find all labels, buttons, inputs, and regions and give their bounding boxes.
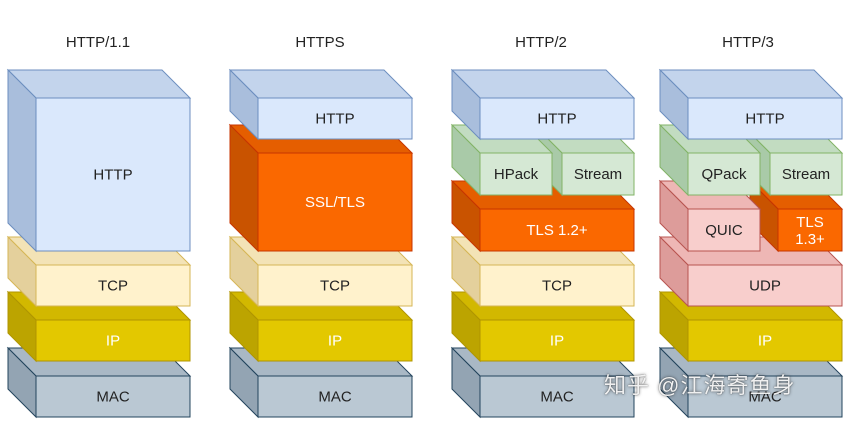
block-label-ssl-tls: SSL/TLS <box>305 194 365 211</box>
block-front-face <box>687 264 843 307</box>
block-label-tcp: TCP <box>98 278 128 295</box>
block-label-mac: MAC <box>748 389 782 406</box>
stack-title-http3: HTTP/3 <box>722 34 774 51</box>
block-front-face <box>35 264 191 307</box>
block-label-tcp: TCP <box>542 278 572 295</box>
block-front-face <box>257 375 413 418</box>
watermark-text: 知乎 @江海寄鱼身 <box>604 373 796 398</box>
block-side-face <box>7 68 37 253</box>
block-label-hpack: HPack <box>494 166 539 183</box>
block-top-face <box>6 69 192 99</box>
layer-block-mac: MAC <box>658 346 844 419</box>
block-label-quic: QUIC <box>705 222 743 239</box>
layer-block-http: HTTP <box>450 68 636 141</box>
block-label-tls-1-2: TLS 1.2+ <box>526 222 588 239</box>
block-front-face <box>687 319 843 362</box>
block-label-ip: IP <box>106 333 120 350</box>
stack-title-http2: HTTP/2 <box>515 34 567 51</box>
block-label-http: HTTP <box>537 111 576 128</box>
block-front-face <box>479 97 635 140</box>
block-label-ip: IP <box>550 333 564 350</box>
block-front-face <box>777 208 843 252</box>
layer-block-http: HTTP <box>6 68 192 253</box>
block-front-face <box>561 152 635 196</box>
block-top-face <box>658 69 844 99</box>
layer-block-mac: MAC <box>6 346 192 419</box>
block-label-http: HTTP <box>315 111 354 128</box>
block-front-face <box>257 152 413 252</box>
block-front-face <box>479 152 553 196</box>
block-label-mac: MAC <box>96 389 130 406</box>
block-label-http: HTTP <box>745 111 784 128</box>
block-front-face <box>687 152 761 196</box>
block-label-mac: MAC <box>318 389 352 406</box>
block-label-udp: UDP <box>749 278 781 295</box>
block-front-face <box>35 319 191 362</box>
layer-block-http: HTTP <box>658 68 844 141</box>
block-label-qpack: QPack <box>701 166 747 183</box>
block-front-face <box>257 264 413 307</box>
block-front-face <box>35 97 191 252</box>
block-front-face <box>479 375 635 418</box>
block-front-face <box>479 319 635 362</box>
block-front-face <box>257 97 413 140</box>
block-label-mac: MAC <box>540 389 574 406</box>
block-label-http: HTTP <box>93 167 132 184</box>
block-label-tcp: TCP <box>320 278 350 295</box>
layer-block-udp: UDP <box>658 235 844 308</box>
block-label-stream: Stream <box>782 166 830 183</box>
block-front-face <box>687 375 843 418</box>
block-top-face <box>450 69 636 99</box>
layer-block-ssl-tls: SSL/TLS <box>228 123 414 253</box>
block-front-face <box>769 152 843 196</box>
block-label-ip: IP <box>328 333 342 350</box>
block-front-face <box>479 264 635 307</box>
block-front-face <box>257 319 413 362</box>
block-top-face <box>228 69 414 99</box>
block-front-face <box>35 375 191 418</box>
block-label-ip: IP <box>758 333 772 350</box>
stack-title-https: HTTPS <box>295 34 345 51</box>
block-front-face <box>687 97 843 140</box>
block-front-face <box>479 208 635 252</box>
stack-title-http11: HTTP/1.1 <box>65 34 131 51</box>
layer-block-http: HTTP <box>228 68 414 141</box>
block-label-stream: Stream <box>574 166 622 183</box>
block-front-face <box>687 208 761 252</box>
